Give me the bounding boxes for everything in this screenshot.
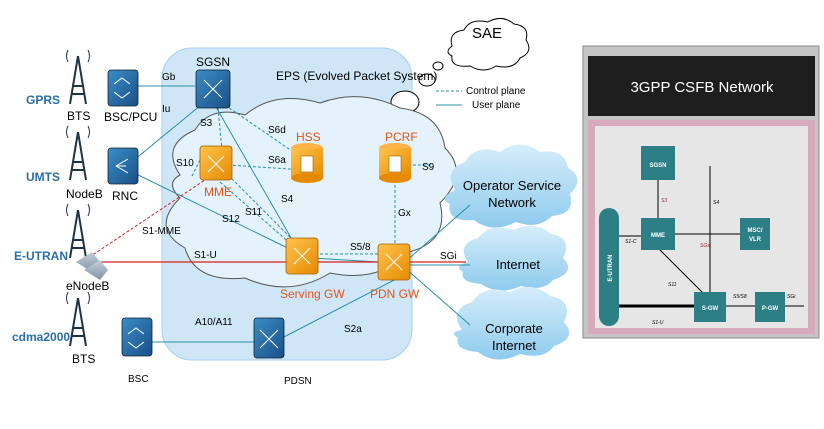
gb-label: Gb [162,72,176,83]
mme-node-icon [199,145,233,181]
bsc-node-icon [121,317,153,357]
legend: Control plane User plane [436,86,526,111]
csfb-s11-label: S11 [668,282,677,288]
sgsn-label: SGSN [196,55,230,69]
nodeb-label: NodeB [66,187,103,201]
operator-cloud: Operator Service Network [445,144,578,228]
sgsn-node-icon [195,69,231,109]
csfb-panel: 3GPP CSFB Network SGSN MME MSC/ VLR S-GW… [582,45,820,339]
pdn-gw-label: PDN GW [370,287,420,301]
csfb-s4-label: S4 [713,200,719,206]
csfb-sgw-label: S-GW [702,306,719,312]
csfb-sgi-label: SGi [787,294,796,300]
s4-label: S4 [281,194,294,205]
core-node-labels: HSS PCRF MME Serving GW PDN GW [204,130,420,301]
csfb-sgw-node [694,292,726,322]
enodeb-label: eNodeB [66,279,109,293]
tower-eutran-icon [66,203,90,259]
s12-label: S12 [222,214,240,225]
bts1-label: BTS [67,109,90,123]
csfb-sgs-label: SGs [700,243,710,249]
hss-database-icon [291,143,323,183]
s9-label: S9 [422,162,435,173]
gprs-label: GPRS [26,93,60,107]
sae-label: SAE [472,25,502,42]
operator-service-label: Operator Service [463,178,561,193]
legend-user-plane: User plane [472,100,521,111]
csfb-title: 3GPP CSFB Network [630,79,774,96]
operator-network-label: Network [488,195,536,210]
sae-cloud [390,18,530,114]
csfb-s5s8-label: S5/S8 [733,294,747,300]
sgi-label: SGi [440,251,457,262]
s5-8-label: S5/8 [350,242,371,253]
csfb-mme-node [641,218,675,250]
s1-mme-label: S1-MME [142,226,181,237]
bsc-pcu-label: BSC/PCU [104,110,157,124]
bsc-pcu-node-icon [107,69,139,107]
internet-cloud: Internet [459,225,569,291]
bsc-label: BSC [128,374,149,385]
s11-label: S11 [245,207,262,218]
mme-label: MME [204,185,232,199]
s3-label: S3 [200,118,213,129]
serving-gw-label: Serving GW [280,287,345,301]
umts-label: UMTS [26,170,60,184]
access-labels: GPRS UMTS E-UTRAN cdma2000 [12,93,70,344]
interface-labels: Gb Iu S3 S6d S6a S10 S4 S11 S12 S1-MME S… [142,72,457,335]
iu-label: Iu [162,104,170,115]
s10-label: S10 [176,158,194,169]
internet-label: Internet [496,257,540,272]
s1-mme-link [84,179,206,261]
s6d-label: S6d [268,125,286,136]
gx-label: Gx [398,208,411,219]
csfb-sgsn-label: SGSN [649,163,666,169]
tower-cdma-icon [66,291,90,347]
bts2-label: BTS [72,352,95,366]
csfb-s1c-label: S1-C [625,239,637,245]
csfb-sgsn-node [641,146,675,180]
csfb-eutran-node [599,208,619,326]
csfb-msc-node [740,218,770,250]
legend-control-plane: Control plane [466,86,526,97]
pcrf-database-icon [379,143,411,183]
pdsn-node-icon [253,317,285,359]
csfb-mme-label: MME [651,233,665,239]
csfb-msc-label: MSC/ [748,228,763,234]
csfb-s1u-label: S1-U [652,320,664,326]
serving-gw-node-icon [285,237,319,275]
csfb-eutran-label: E-UTRAN [608,255,614,282]
cdma-label: cdma2000 [12,330,70,344]
s1-u-label: S1-U [194,250,217,261]
tower-umts-icon [66,125,90,181]
core-cloud [165,96,457,288]
tower-gprs-icon [66,49,90,105]
eps-label: EPS (Evolved Packet System) [276,69,437,83]
corporate-internet-label: Internet [492,338,536,353]
csfb-pgw-label: P-GW [762,306,779,312]
rnc-node-icon [107,147,139,185]
csfb-vlr-label: VLR [749,237,762,243]
pdn-gw-node-icon [377,243,411,281]
csfb-pgw-node [755,292,785,322]
site-labels: BTS NodeB eNodeB BTS BSC/PCU RNC SGSN BS… [66,55,312,387]
eutran-label: E-UTRAN [14,249,68,263]
enodeb-node-icon [76,252,108,280]
corporate-cloud: Corporate Internet [453,286,570,360]
csfb-s3-label: S3 [661,198,667,204]
pdsn-label: PDSN [284,376,312,387]
s2a-label: S2a [344,324,362,335]
hss-label: HSS [296,130,321,144]
rnc-label: RNC [112,189,138,203]
s6a-label: S6a [268,155,286,166]
a10-a11-label: A10/A11 [195,317,233,328]
pcrf-label: PCRF [385,130,418,144]
corporate-label: Corporate [485,321,543,336]
